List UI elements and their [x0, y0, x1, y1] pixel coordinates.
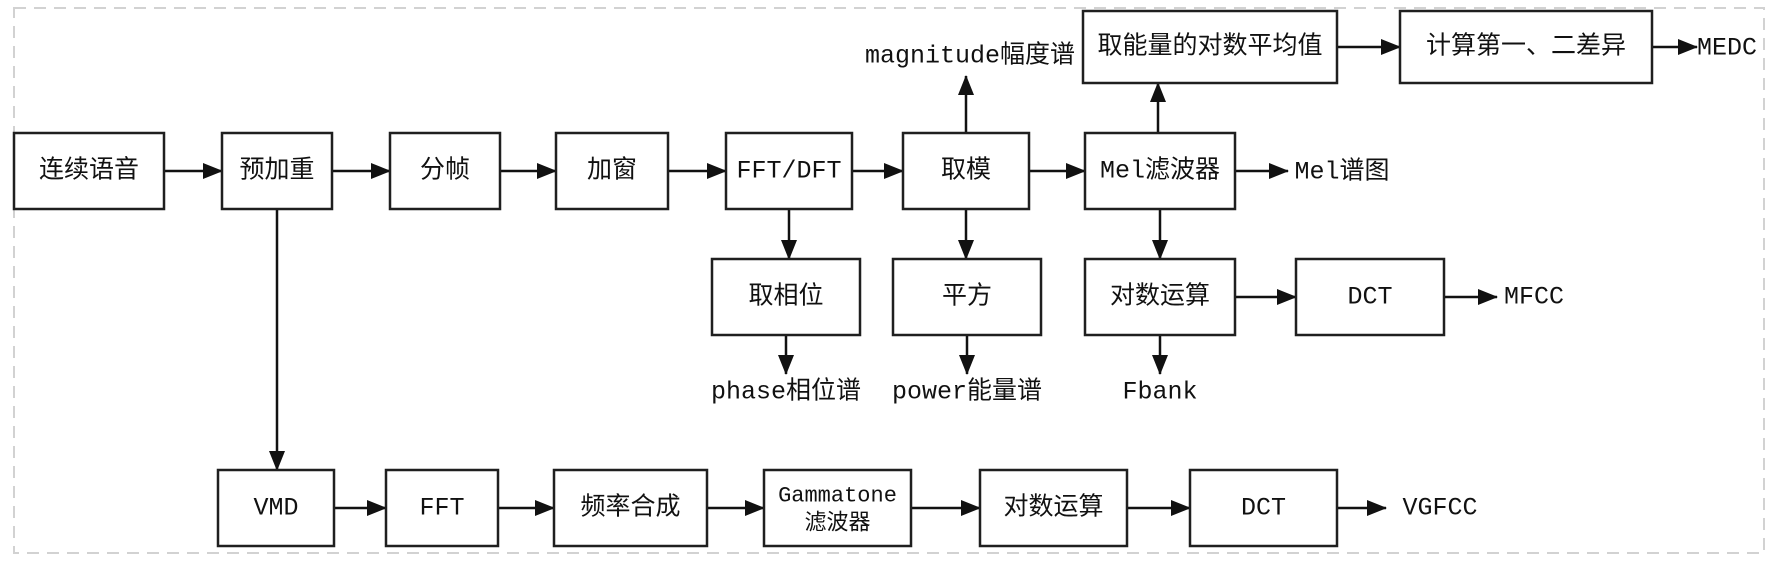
node-label-take-magnitude: 取模	[941, 156, 991, 186]
output-label-phase-spectrum: phase相位谱	[711, 377, 861, 407]
node-label-pre-emphasis: 预加重	[239, 156, 314, 186]
node-box-dct-1	[1294, 257, 1446, 337]
node-label-fft-2: FFT	[419, 494, 464, 523]
node-label-first-second-diff: 计算第一、二差异	[1426, 32, 1626, 62]
node-take-phase: 取相位	[710, 257, 862, 337]
output-label-medc: MEDC	[1697, 34, 1757, 63]
output-label-mfcc: MFCC	[1504, 283, 1564, 312]
node-log-op-2: 对数运算	[978, 468, 1129, 548]
node-label-vmd: VMD	[253, 494, 298, 523]
node-dct-2: DCT	[1188, 468, 1339, 548]
node-box-fft-dft	[724, 131, 854, 211]
node-label-windowing: 加窗	[587, 156, 637, 186]
node-fft-dft: FFT/DFT	[724, 131, 854, 211]
node-label-freq-synthesis: 频率合成	[580, 493, 680, 523]
node-box-mel-filter	[1083, 131, 1237, 211]
output-label-mel-spectrogram: Mel谱图	[1294, 157, 1389, 187]
node-label-log-op-1: 对数运算	[1110, 282, 1210, 312]
node-box-fft-2	[384, 468, 500, 548]
node-log-op-1: 对数运算	[1083, 257, 1237, 337]
node-continuous-speech: 连续语音	[12, 131, 166, 211]
node-label-line: Gammatone	[778, 484, 897, 509]
node-box-gammatone-filter	[762, 468, 913, 548]
node-first-second-diff: 计算第一、二差异	[1398, 9, 1654, 85]
node-mel-filter: Mel滤波器	[1083, 131, 1237, 211]
node-box-take-magnitude	[901, 131, 1031, 211]
node-square: 平方	[891, 257, 1043, 337]
node-box-first-second-diff	[1398, 9, 1654, 85]
node-box-square	[891, 257, 1043, 337]
node-box-dct-2	[1188, 468, 1339, 548]
node-label-framing: 分帧	[420, 156, 470, 186]
node-label-log-mean-energy: 取能量的对数平均值	[1097, 32, 1322, 62]
node-label-continuous-speech: 连续语音	[39, 156, 139, 186]
node-freq-synthesis: 频率合成	[552, 468, 709, 548]
node-label-dct-1: DCT	[1347, 283, 1392, 312]
output-label-power-spectrum: power能量谱	[892, 377, 1042, 407]
node-label-mel-filter: Mel滤波器	[1100, 156, 1220, 186]
node-windowing: 加窗	[554, 131, 670, 211]
node-label-fft-dft: FFT/DFT	[736, 157, 841, 186]
node-take-magnitude: 取模	[901, 131, 1031, 211]
dashed-frame	[13, 7, 1765, 554]
node-box-framing	[388, 131, 502, 211]
node-box-log-mean-energy	[1081, 9, 1339, 85]
output-label-magnitude-spectrum: magnitude幅度谱	[865, 41, 1075, 71]
node-vmd: VMD	[216, 468, 336, 548]
node-label-square: 平方	[942, 282, 992, 312]
output-label-fbank: Fbank	[1122, 378, 1197, 407]
node-box-take-phase	[710, 257, 862, 337]
node-fft-2: FFT	[384, 468, 500, 548]
node-dct-1: DCT	[1294, 257, 1446, 337]
node-pre-emphasis: 预加重	[220, 131, 334, 211]
node-box-pre-emphasis	[220, 131, 334, 211]
node-label-log-op-2: 对数运算	[1003, 493, 1103, 523]
node-box-windowing	[554, 131, 670, 211]
node-box-freq-synthesis	[552, 468, 709, 548]
node-box-vmd	[216, 468, 336, 548]
node-box-log-op-1	[1083, 257, 1237, 337]
node-label-take-phase: 取相位	[748, 282, 823, 312]
node-log-mean-energy: 取能量的对数平均值	[1081, 9, 1339, 85]
output-label-vgfcc: VGFCC	[1402, 494, 1477, 523]
node-box-log-op-2	[978, 468, 1129, 548]
node-label-dct-2: DCT	[1241, 494, 1286, 523]
node-framing: 分帧	[388, 131, 502, 211]
node-label-line: 滤波器	[804, 511, 870, 537]
node-box-continuous-speech	[12, 131, 166, 211]
